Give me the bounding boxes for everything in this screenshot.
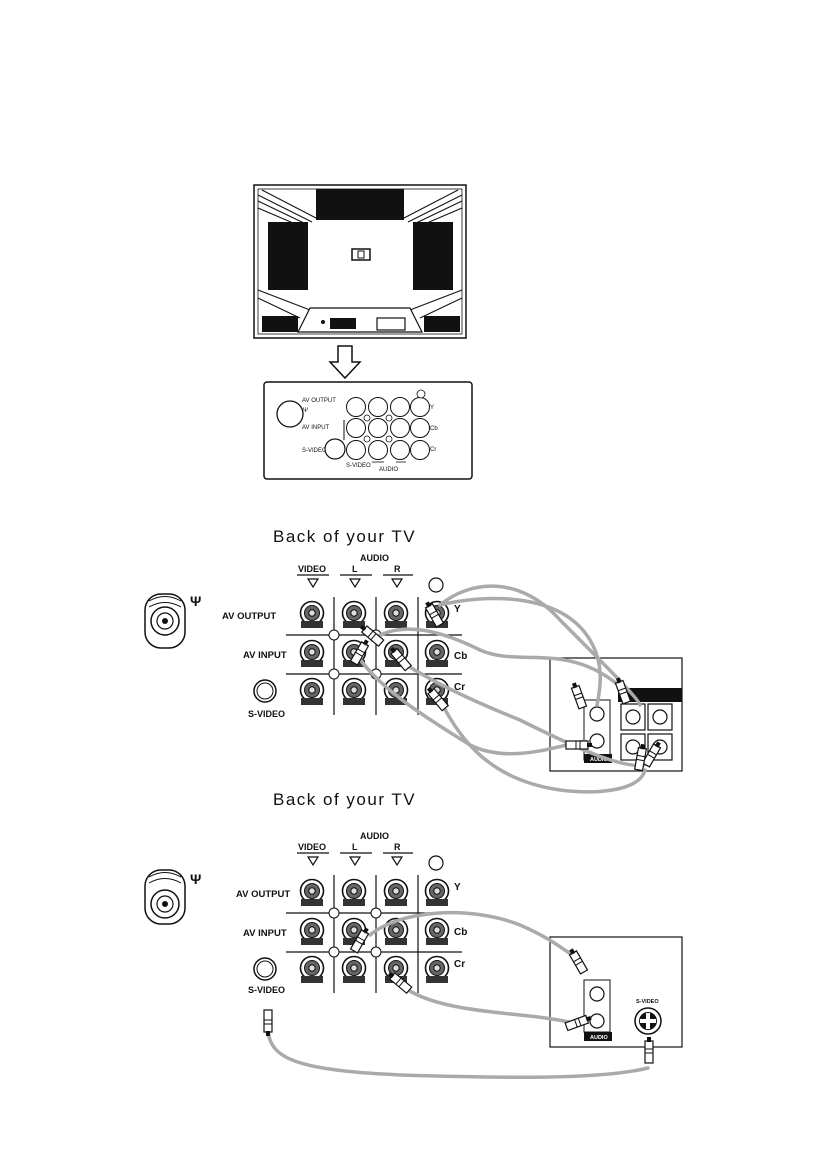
down-arrow-icon bbox=[328, 345, 362, 380]
figure1-av-output-label: AV OUTPUT bbox=[222, 611, 276, 622]
panel-s-video-label: S-VIDEO bbox=[302, 448, 327, 454]
panel-av-input-label: AV INPUT bbox=[302, 425, 330, 431]
figure2-y-label: Y bbox=[454, 882, 461, 893]
figure1-antenna-connector: Ψ bbox=[144, 593, 201, 649]
figure2-cb-label: Cb bbox=[454, 927, 467, 938]
panel-s-video-bottom-label: S-VIDEO bbox=[346, 463, 371, 469]
panel-av-output-label: AV OUTPUT bbox=[302, 398, 336, 404]
figure1-audio-label: AUDIO bbox=[360, 553, 389, 563]
panel-y-label: Y bbox=[430, 405, 434, 411]
figure1-cr-label: Cr bbox=[454, 682, 465, 693]
figure2-audio-label: AUDIO bbox=[360, 831, 389, 841]
tv-back-illustration bbox=[253, 184, 467, 339]
figure2-caption: Back of your TV bbox=[273, 790, 416, 809]
svg-text:Ψ: Ψ bbox=[303, 408, 308, 414]
figure1-left-label: L bbox=[352, 564, 358, 574]
figure2-device-audio-label: AUDIO bbox=[590, 1035, 608, 1041]
figure2-s-video-label: S-VIDEO bbox=[248, 985, 285, 995]
figure2-av-input-label: AV INPUT bbox=[243, 928, 287, 939]
figure-component-connection: Back of your TV AUDIO VIDEO L R Ψ AV OUT… bbox=[144, 527, 683, 794]
figure1-video-label: VIDEO bbox=[298, 564, 326, 574]
figure1-device-audio-label: AUDIO bbox=[590, 757, 608, 763]
figure1-jack-grid bbox=[299, 600, 450, 706]
panel-audio-label: AUDIO bbox=[379, 467, 398, 473]
figure1-caption: Back of your TV bbox=[273, 527, 416, 546]
figure2-left-label: L bbox=[352, 842, 358, 852]
antenna-icon-2: Ψ bbox=[190, 871, 201, 887]
figure2-av-output-label: AV OUTPUT bbox=[236, 889, 290, 900]
figure1-av-input-label: AV INPUT bbox=[243, 650, 287, 661]
figure2-cr-label: Cr bbox=[454, 959, 465, 970]
figure2-cables bbox=[266, 910, 650, 1080]
panel-cb-label: Cb bbox=[430, 426, 438, 432]
figure2-device-svideo-label: S-VIDEO bbox=[636, 999, 659, 1005]
connector-panel-overview: Ψ AV OUTPUT AV INPUT S-VIDEO Y Cb Cr S-V… bbox=[263, 381, 473, 480]
antenna-icon: Ψ bbox=[190, 593, 201, 609]
figure2-video-label: VIDEO bbox=[298, 842, 326, 852]
figure2-right-label: R bbox=[394, 842, 401, 852]
figure1-s-video-label: S-VIDEO bbox=[248, 709, 285, 719]
figure1-external-device: AUDIO bbox=[549, 657, 683, 772]
figure-svideo-connection: Back of your TV AUDIO VIDEO L R Ψ AV OUT… bbox=[144, 790, 683, 1080]
figure1-y-label: Y bbox=[454, 604, 461, 615]
figure1-cb-label: Cb bbox=[454, 651, 467, 662]
panel-cr-label: Cr bbox=[430, 447, 436, 453]
figure1-cables bbox=[355, 584, 654, 794]
figure1-right-label: R bbox=[394, 564, 401, 574]
figure2-antenna-connector: Ψ bbox=[144, 869, 201, 925]
